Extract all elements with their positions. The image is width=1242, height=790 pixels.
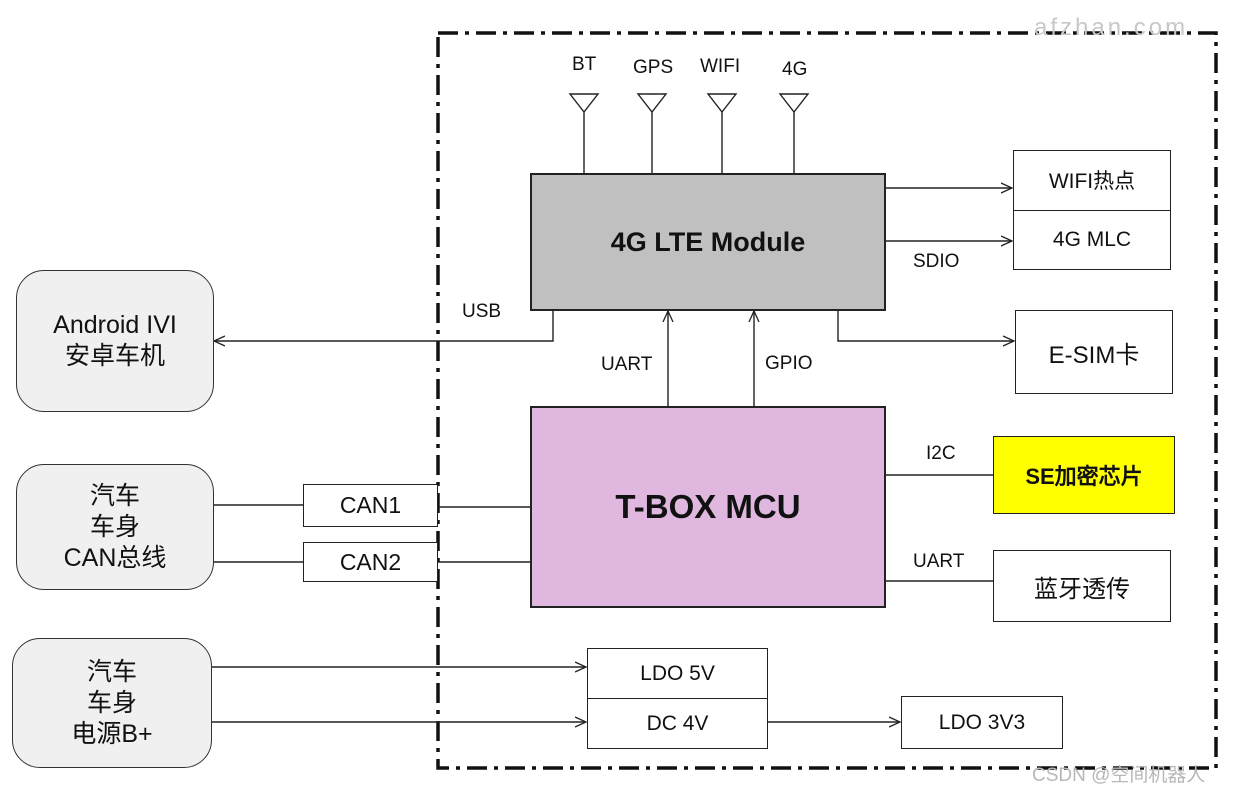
can1-block: CAN1 bbox=[303, 484, 438, 527]
label-uart-lte: UART bbox=[601, 354, 653, 375]
wifi-hotspot: WIFI热点 bbox=[1048, 170, 1136, 194]
se-chip: SE加密芯片 bbox=[993, 436, 1175, 514]
watermark-bottom: CSDN @空间机器人 bbox=[1032, 765, 1206, 786]
power-line-1: 汽车 bbox=[86, 657, 137, 686]
antenna-bt-icon bbox=[568, 93, 600, 173]
antenna-label-bt: BT bbox=[572, 54, 597, 75]
dc-4v: DC 4V bbox=[588, 698, 767, 748]
ldo-3v3-label: LDO 3V3 bbox=[938, 710, 1026, 734]
can-bus-line-1: 汽车 bbox=[89, 481, 140, 510]
antenna-gps-icon bbox=[636, 93, 668, 173]
can2-block: CAN2 bbox=[303, 542, 438, 582]
ivi-line-1: Android IVI bbox=[53, 311, 177, 339]
vehicle-can-bus: 汽车 车身 CAN总线 bbox=[16, 464, 214, 590]
can-bus-line-3: CAN总线 bbox=[63, 543, 167, 572]
ivi-line-2: 安卓车机 bbox=[64, 342, 165, 370]
vehicle-power: 汽车 车身 电源B+ bbox=[12, 638, 212, 768]
wifi-mlc-block: WIFI热点 4G MLC bbox=[1013, 150, 1171, 270]
antenna-label-4g: 4G bbox=[782, 59, 808, 80]
esim-label: E-SIM卡 bbox=[1048, 341, 1140, 369]
mlc-4g: 4G MLC bbox=[1014, 209, 1170, 270]
ldo-5v: LDO 5V bbox=[640, 661, 715, 685]
power-line-2: 车身 bbox=[86, 688, 137, 717]
wire-usb-ivi bbox=[214, 311, 554, 341]
ldo-3v3: LDO 3V3 bbox=[901, 696, 1063, 749]
label-gpio: GPIO bbox=[765, 353, 813, 374]
ldo5-dc4-block: LDO 5V DC 4V bbox=[587, 648, 768, 749]
tbox-mcu-label: T-BOX MCU bbox=[615, 488, 801, 525]
label-uart-bt: UART bbox=[913, 551, 965, 572]
tbox-boundary bbox=[436, 31, 1218, 770]
antenna-label-wifi: WIFI bbox=[700, 56, 741, 77]
bt-passthrough: 蓝牙透传 bbox=[993, 550, 1171, 622]
android-ivi: Android IVI 安卓车机 bbox=[16, 270, 214, 412]
lte-module: 4G LTE Module bbox=[530, 173, 886, 311]
label-i2c: I2C bbox=[926, 443, 956, 464]
antenna-4g-icon bbox=[778, 93, 810, 173]
lte-module-label: 4G LTE Module bbox=[610, 226, 806, 257]
power-line-3: 电源B+ bbox=[71, 719, 153, 748]
antenna-label-gps: GPS bbox=[633, 57, 674, 78]
se-chip-label: SE加密芯片 bbox=[1025, 464, 1143, 489]
tbox-mcu: T-BOX MCU bbox=[530, 406, 886, 608]
label-sdio: SDIO bbox=[913, 251, 960, 272]
bt-passthrough-label: 蓝牙透传 bbox=[1034, 575, 1130, 603]
label-usb: USB bbox=[462, 301, 502, 322]
can2-label: CAN2 bbox=[339, 548, 402, 575]
antenna-wifi-icon bbox=[706, 93, 738, 173]
esim-card: E-SIM卡 bbox=[1015, 310, 1173, 394]
wire-lte-esim bbox=[837, 311, 1014, 341]
watermark-top: afzhan.com bbox=[1034, 14, 1189, 41]
can1-label: CAN1 bbox=[339, 492, 402, 518]
can-bus-line-2: 车身 bbox=[89, 512, 140, 541]
